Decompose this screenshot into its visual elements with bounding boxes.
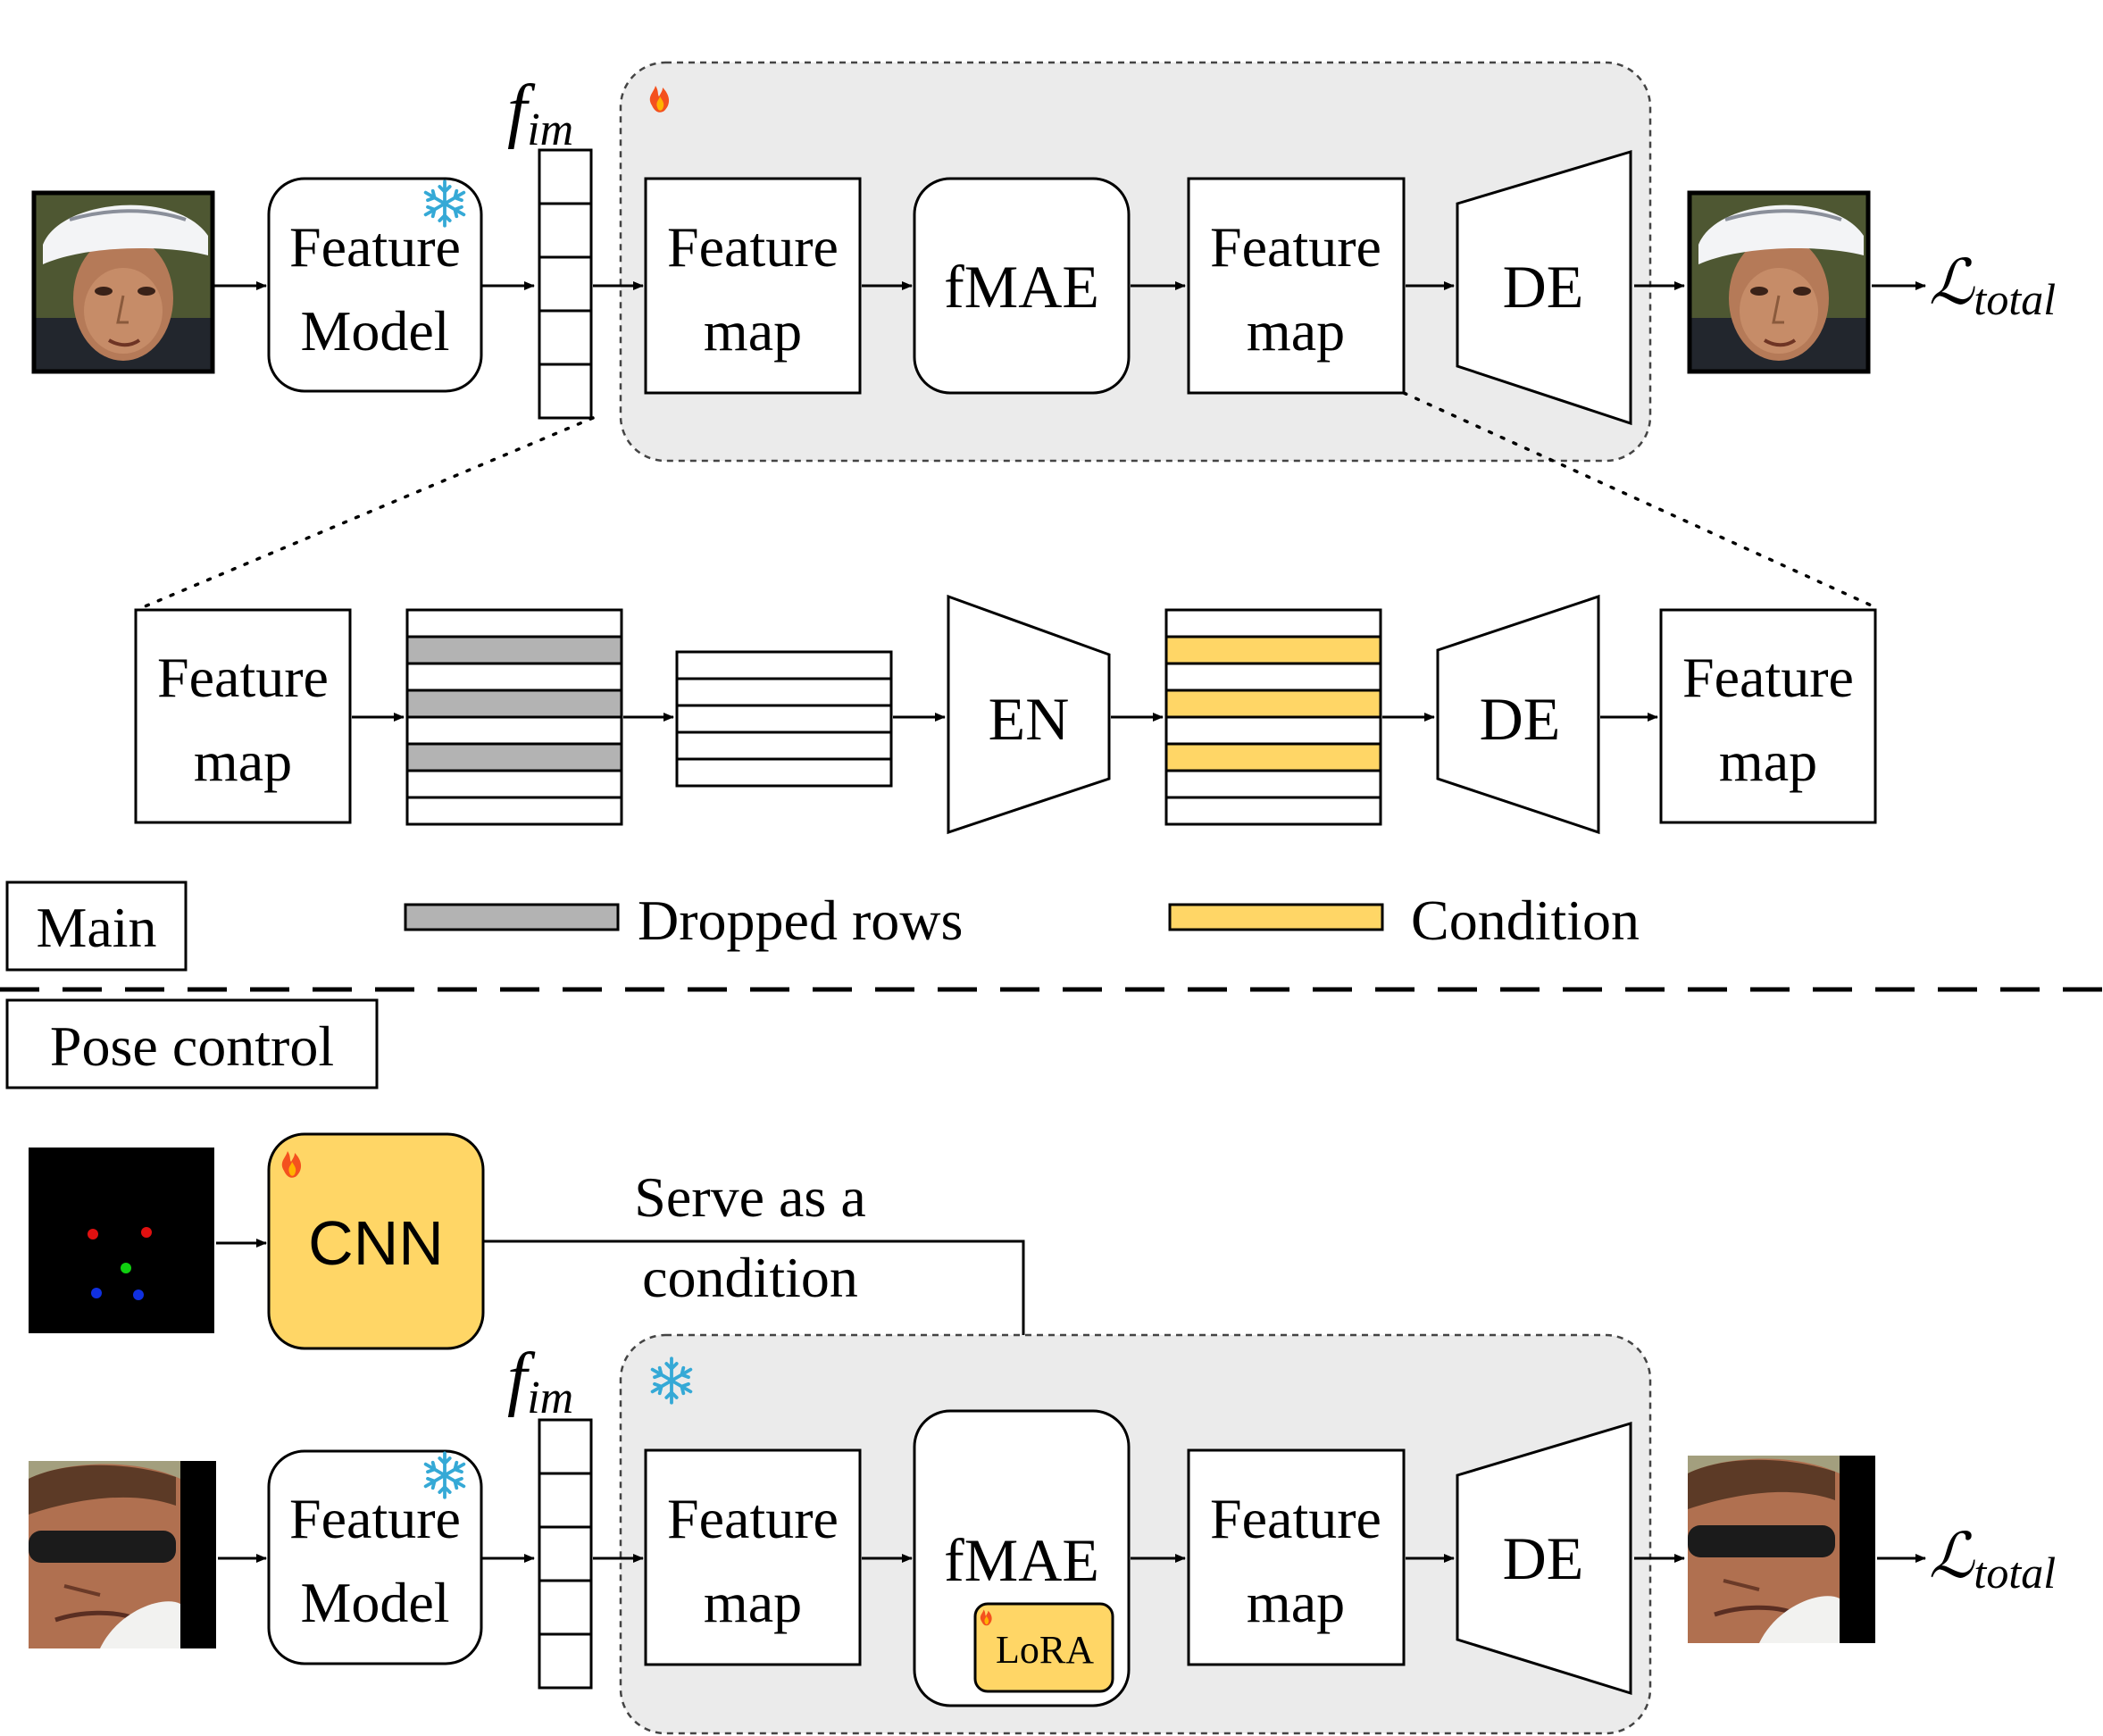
kept-rows-stack <box>675 650 893 788</box>
pose-feature-model-box <box>267 1449 483 1665</box>
decoder-label: DE <box>1503 253 1584 321</box>
pose-feature-map-out-label-1: Feature <box>1210 1487 1381 1550</box>
pose-feature-map-in-label-1: Feature <box>667 1487 839 1550</box>
legend-condition-label: Condition <box>1411 889 1640 952</box>
pose-input-face-image <box>29 1461 216 1648</box>
pose-feature-model-label-1: Feature <box>289 1487 461 1550</box>
zoom-feature-map-in-label-1: Feature <box>157 646 329 709</box>
encoder-label: EN <box>989 685 1070 753</box>
pose-decoder-shape <box>1456 1421 1632 1696</box>
pose-section: Pose control CNN Serve as a condition F <box>5 998 2056 1735</box>
feature-map-in-label-1: Feature <box>667 215 839 279</box>
feature-map-out-box <box>1187 177 1406 395</box>
pose-fmae-label: fMAE <box>944 1526 1099 1594</box>
cnn-label: CNN <box>308 1208 444 1278</box>
zoom-feature-map-out-label-1: Feature <box>1682 646 1854 709</box>
zoom-decoder-shape <box>1436 594 1600 835</box>
pose-loss-label: ℒtotal <box>1929 1523 2056 1598</box>
zoom-guide-right <box>1402 391 1877 609</box>
decoder-shape <box>1456 149 1632 426</box>
pose-feature-map-out-box <box>1187 1448 1406 1666</box>
feature-model-box <box>267 177 483 393</box>
fmae-box <box>913 177 1131 395</box>
condition-rows-stack <box>1164 608 1382 826</box>
zoom-guide-left <box>141 416 595 609</box>
main-section-label: Main <box>36 896 156 959</box>
zoom-section: Feature map EN <box>134 594 1877 835</box>
legend: Main Dropped rows Condition <box>5 881 1640 972</box>
encoder-shape <box>947 594 1111 835</box>
pose-f-im-vector <box>538 1418 593 1690</box>
pose-feature-map-in-box <box>644 1448 862 1666</box>
pose-section-label: Pose control <box>50 1014 334 1078</box>
feature-model-label-2: Model <box>300 299 449 363</box>
zoom-feature-map-out-box <box>1659 608 1877 824</box>
pose-feature-map-in-label-2: map <box>704 1571 802 1634</box>
condition-note-line-1: Serve as a <box>634 1165 865 1229</box>
legend-dropped-label: Dropped rows <box>638 889 963 952</box>
pose-decoder-label: DE <box>1503 1524 1584 1592</box>
zoom-feature-map-in-label-2: map <box>194 730 292 793</box>
main-section-tag <box>5 881 188 972</box>
landmark-image <box>29 1148 214 1333</box>
fmae-label: fMAE <box>944 253 1099 321</box>
lora-box <box>973 1602 1114 1693</box>
pose-feature-map-out-label-2: map <box>1247 1571 1345 1634</box>
condition-note-line-2: condition <box>642 1246 858 1309</box>
pose-f-im-label: fim <box>507 1340 573 1423</box>
cnn-box <box>267 1132 485 1350</box>
pose-feature-model-label-2: Model <box>300 1571 449 1634</box>
feature-map-out-label-1: Feature <box>1210 215 1381 279</box>
zoom-decoder-label: DE <box>1480 685 1561 753</box>
legend-condition-swatch <box>1168 903 1384 931</box>
feature-map-in-box <box>644 177 862 395</box>
pose-section-tag <box>5 998 379 1089</box>
legend-dropped-swatch <box>404 903 620 931</box>
input-face-image <box>34 193 213 371</box>
output-face-image <box>1690 193 1868 371</box>
main-section: Feature Model fim Feature map fMAE Featu… <box>34 61 2056 463</box>
feature-map-out-label-2: map <box>1247 299 1345 363</box>
f-im-vector <box>538 148 593 420</box>
masked-rows-stack <box>405 608 623 826</box>
feature-map-in-label-2: map <box>704 299 802 363</box>
feature-model-label-1: Feature <box>289 215 461 279</box>
zoom-feature-map-out-label-2: map <box>1719 730 1817 793</box>
pose-output-face-image <box>1688 1456 1875 1643</box>
loss-label: ℒtotal <box>1929 249 2056 324</box>
lora-label: LoRA <box>996 1628 1094 1672</box>
f-im-label: fim <box>507 71 573 155</box>
zoom-feature-map-in-box <box>134 608 352 824</box>
